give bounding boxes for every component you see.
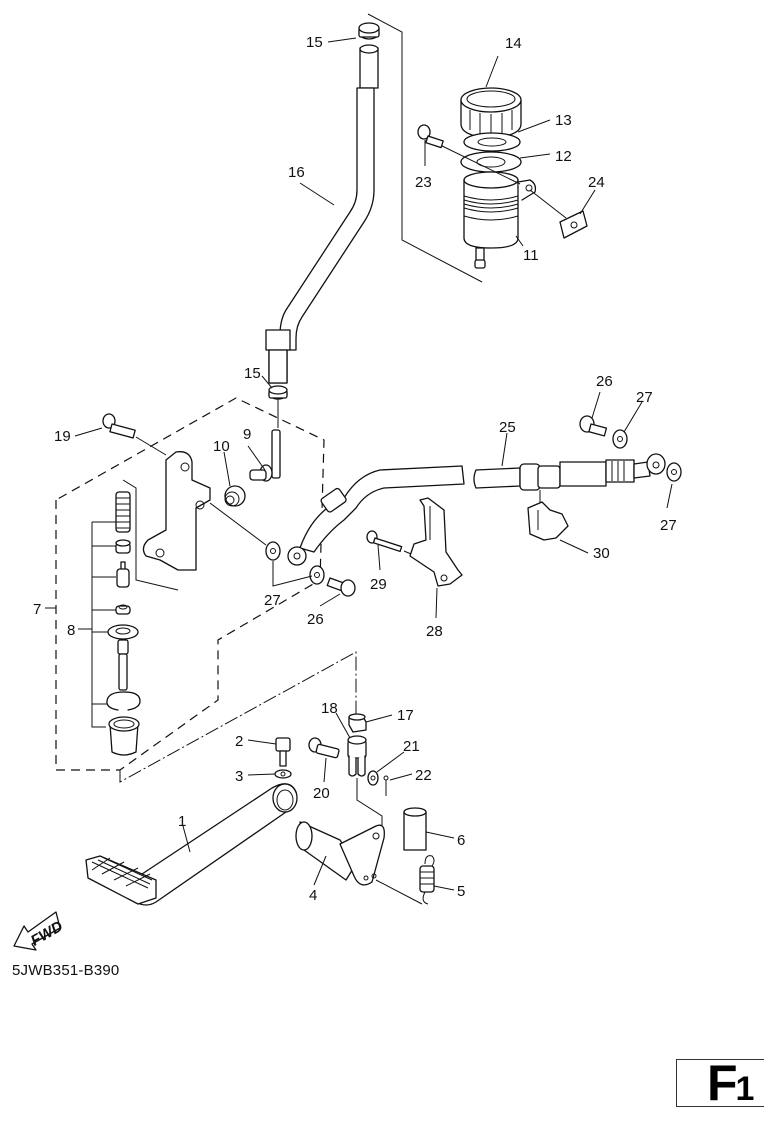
callout-3: 3 [235, 768, 243, 785]
washer-bracket [272, 561, 313, 587]
body-axis-line [209, 502, 267, 546]
callout-20: 20 [313, 785, 330, 802]
hose-joint [249, 429, 281, 482]
secondary-cup [115, 604, 131, 615]
body-bracket [122, 479, 179, 591]
master-cylinder-bolt [102, 413, 136, 439]
union-washer-3 [612, 429, 628, 449]
mounting-axis-line [435, 142, 521, 185]
hose-bracket [409, 497, 463, 587]
callout-11: 11 [523, 247, 539, 264]
union-bolt-upper [579, 415, 608, 437]
union-washer-1 [265, 541, 281, 561]
circlip [106, 691, 141, 711]
union-washer-4 [666, 462, 682, 482]
page-label-number: 1 [735, 1070, 755, 1107]
diaphragm-holder [463, 132, 521, 152]
callout-21: 21 [403, 738, 420, 755]
brake-pedal [85, 783, 298, 906]
joint-seal [224, 485, 246, 507]
callout-12: 12 [555, 148, 572, 165]
callout-26-lower: 26 [307, 611, 324, 628]
union-bolt-lower [326, 577, 356, 597]
clevis-washer [367, 770, 379, 786]
bolt-axis-line [135, 436, 167, 456]
diagram-part-code: 5JWB351-B390 [12, 962, 120, 979]
primary-cup [115, 539, 131, 554]
forward-direction-arrow: FWD [13, 911, 66, 951]
callout-5: 5 [457, 883, 465, 900]
hose-clamp-top [358, 22, 380, 40]
pedal-washer [274, 769, 292, 779]
pedal-sleeve [403, 807, 427, 851]
diaphragm [460, 151, 522, 173]
callout-8: 8 [67, 622, 75, 639]
callout-30: 30 [593, 545, 610, 562]
dust-boot [108, 716, 140, 756]
callout-10: 10 [213, 438, 230, 455]
callout-16: 16 [288, 164, 305, 181]
reservoir-grommet [559, 210, 588, 239]
clevis-pin [308, 737, 340, 759]
brake-rod-clevis [347, 735, 367, 777]
callout-22: 22 [415, 767, 432, 784]
return-spring-pedal [419, 855, 435, 905]
reservoir-assembly-bracket [367, 13, 483, 283]
brake-hose [287, 453, 666, 566]
callout-29: 29 [370, 576, 387, 593]
hose-clamp-holder [527, 490, 569, 541]
clevis-nut [348, 713, 367, 733]
callout-6: 6 [457, 832, 465, 849]
callout-2: 2 [235, 733, 243, 750]
pedal-bolt [275, 737, 291, 767]
callout-7: 7 [33, 601, 41, 618]
callout-27-right: 27 [660, 517, 677, 534]
reservoir-cap [460, 87, 522, 139]
piston [107, 624, 139, 691]
callout-18: 18 [321, 700, 338, 717]
union-washer-2 [309, 565, 325, 585]
page-label: F1 [707, 1059, 755, 1107]
callout-15-top: 15 [306, 34, 323, 51]
callout-23: 23 [415, 174, 432, 191]
callout-1: 1 [178, 813, 186, 830]
return-spring [115, 491, 131, 533]
reservoir-bolt [417, 124, 444, 149]
callout-leaders [50, 37, 673, 891]
bracket-bolt [366, 530, 403, 553]
callout-24: 24 [588, 174, 605, 191]
callout-19: 19 [54, 428, 71, 445]
callout-26-upper: 26 [596, 373, 613, 390]
pedal-chain-line [119, 651, 357, 783]
callout-17: 17 [397, 707, 414, 724]
callout-25: 25 [499, 419, 516, 436]
rod-axis-line [356, 778, 383, 830]
reservoir-hose-end [268, 349, 288, 384]
callout-27-lower: 27 [264, 592, 281, 609]
callout-27-upper: 27 [636, 389, 653, 406]
master-cylinder-assembly-boundary [55, 397, 325, 771]
callout-28: 28 [426, 623, 443, 640]
callout-4: 4 [309, 887, 317, 904]
spring-axis-line [375, 879, 423, 905]
callout-15-lower: 15 [244, 365, 261, 382]
reservoir-hose-lower [265, 329, 291, 351]
callout-9: 9 [243, 426, 251, 443]
callout-14: 14 [505, 35, 522, 52]
callout-13: 13 [555, 112, 572, 129]
cotter-pin [383, 775, 389, 796]
master-cylinder-body [142, 451, 211, 571]
hose-clamp-lower [268, 385, 288, 428]
page-label-box: F1 [676, 1059, 764, 1107]
grommet-axis-line [529, 189, 567, 219]
pedal-shaft [295, 821, 385, 886]
piston-valve [116, 561, 130, 588]
repair-kit-bracket [91, 522, 106, 728]
page-label-letter: F [707, 1059, 738, 1107]
callout-labels: 1 2 3 4 5 6 7 8 9 10 11 12 13 14 15 15 1… [33, 34, 677, 904]
